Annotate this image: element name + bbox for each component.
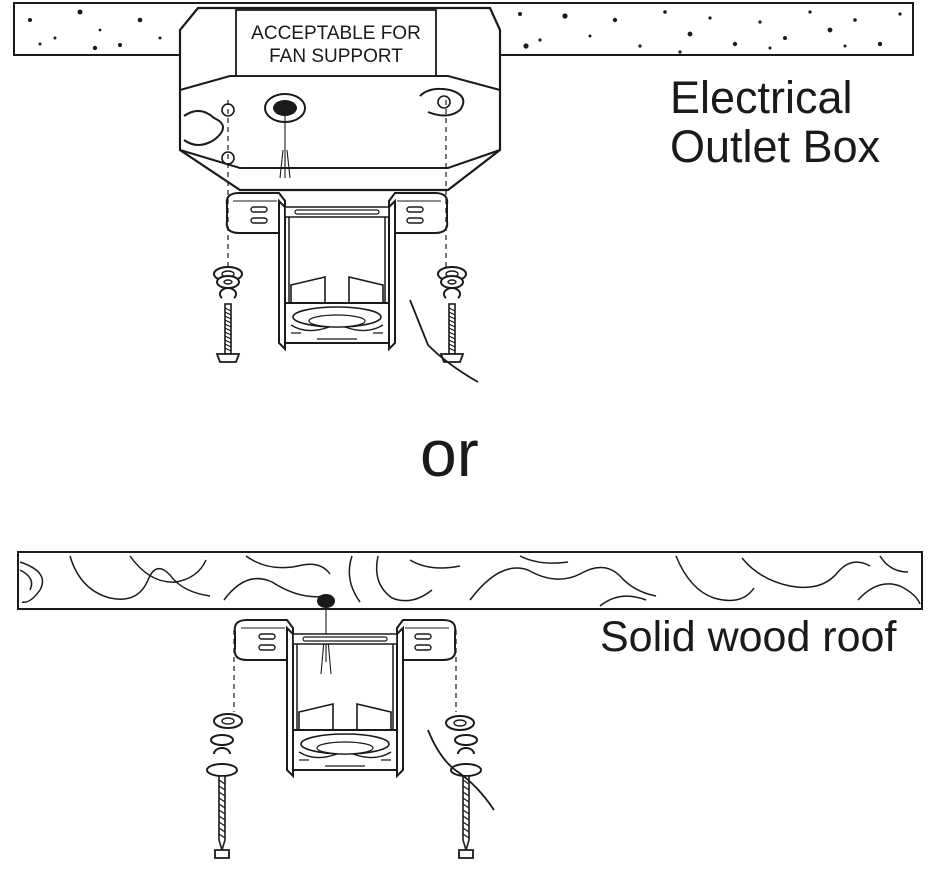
flat-washer-right-bottom bbox=[445, 715, 475, 731]
flat-washer-left-bottom bbox=[213, 713, 243, 729]
electrical-outlet-box bbox=[178, 6, 502, 192]
ground-wire-top bbox=[409, 299, 479, 383]
outlet-box-label-line1: Electrical bbox=[670, 72, 853, 123]
ground-wire-bottom bbox=[427, 729, 495, 811]
or-separator: or bbox=[420, 416, 479, 490]
machine-screw-right bbox=[440, 275, 464, 363]
wood-roof-label: Solid wood roof bbox=[600, 613, 897, 661]
wood-screw-left bbox=[206, 734, 238, 859]
outlet-box-label: Electrical Outlet Box bbox=[670, 72, 881, 172]
machine-screw-left bbox=[216, 275, 240, 363]
fan-support-label: ACCEPTABLE FOR FAN SUPPORT bbox=[236, 22, 436, 68]
wood-screw-right bbox=[450, 734, 482, 859]
solid-wood-beam bbox=[17, 551, 923, 675]
mounting-bracket-top bbox=[225, 192, 449, 350]
fan-support-line2: FAN SUPPORT bbox=[269, 46, 403, 68]
outlet-box-label-line2: Outlet Box bbox=[670, 120, 881, 172]
mounting-bracket-bottom bbox=[233, 619, 457, 777]
fan-support-line1: ACCEPTABLE FOR bbox=[251, 23, 421, 44]
